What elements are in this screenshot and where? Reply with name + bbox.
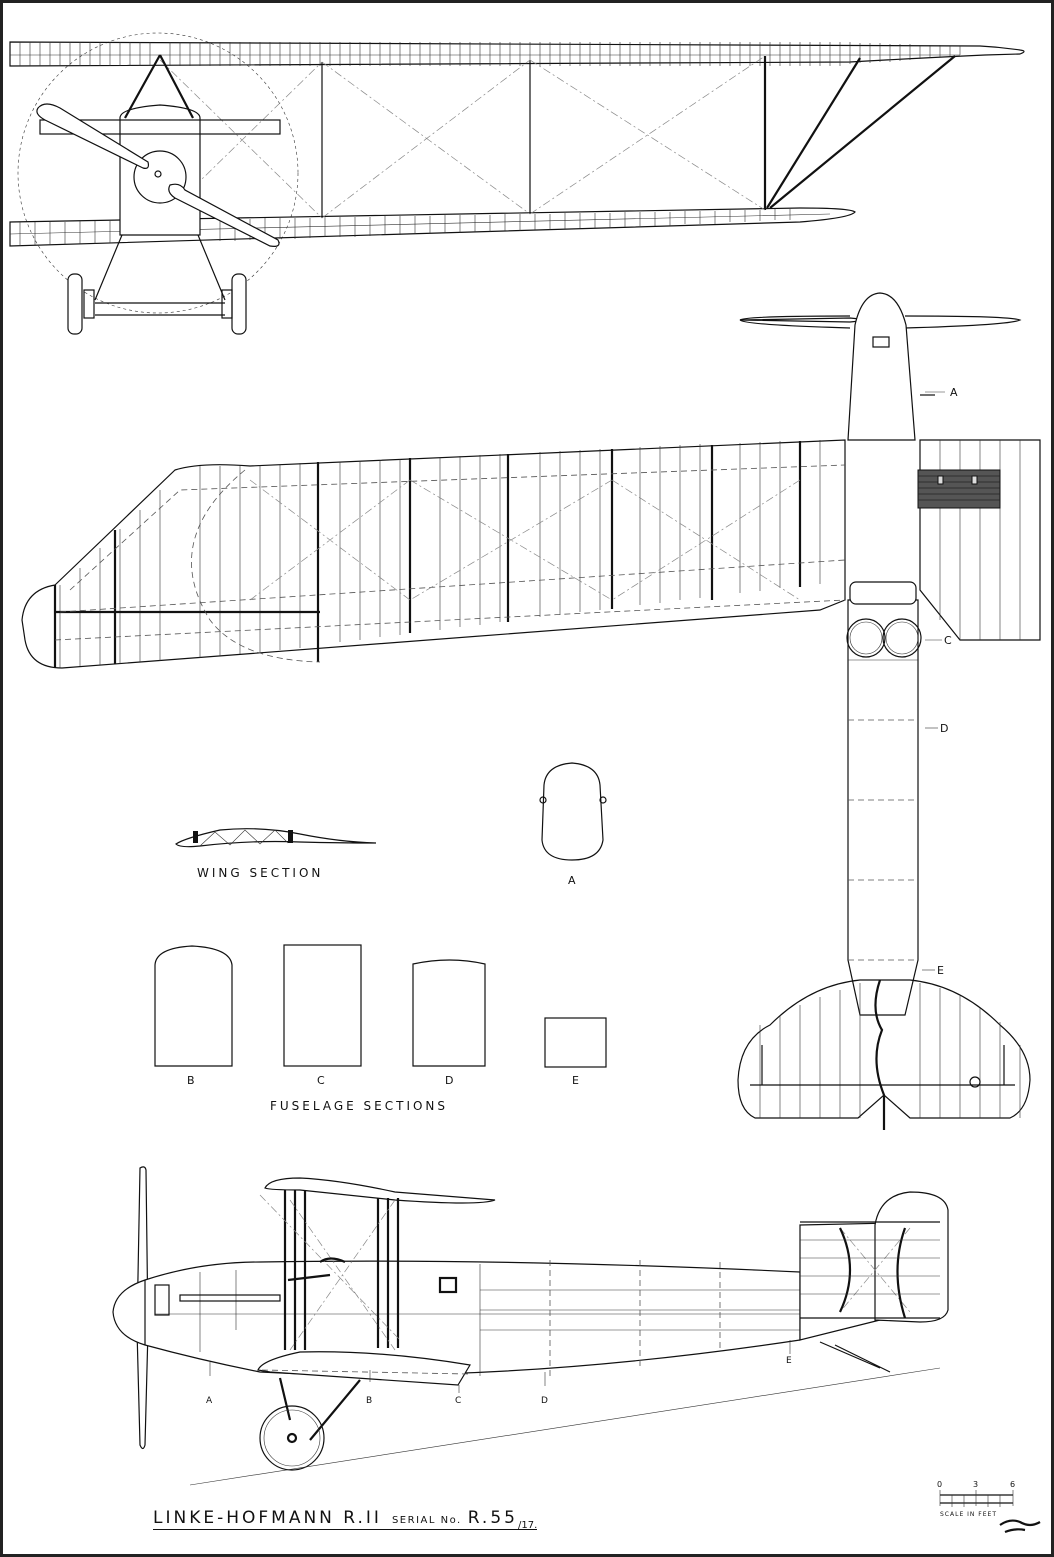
section-label-d: D [445, 1074, 456, 1087]
section-label-a: A [568, 874, 578, 887]
scale-caption: SCALE IN FEET [940, 1511, 998, 1518]
plan-station-e: E [937, 964, 946, 977]
serial-label: SERIAL No. [391, 1515, 462, 1526]
fuselage-sections-caption: FUSELAGE SECTIONS [270, 1099, 449, 1113]
front-view [9, 32, 1025, 335]
drawing-title: LINKE-HOFMANN R.II SERIAL No. R.55/17. [153, 1508, 538, 1531]
side-station-a: A [206, 1396, 215, 1406]
plan-station-d: D [940, 722, 951, 735]
section-label-e: E [572, 1074, 581, 1087]
side-view [112, 1166, 949, 1486]
aircraft-name: LINKE-HOFMANN R.II [153, 1508, 382, 1528]
serial-year: /17. [517, 1520, 538, 1531]
wing-section-profile [175, 828, 377, 848]
scale-bar [939, 1490, 1041, 1534]
side-station-e: E [786, 1356, 794, 1366]
scale-tick-6: 6 [1010, 1480, 1016, 1489]
serial-number: R.55 [467, 1508, 518, 1528]
fuselage-section-shapes [154, 762, 607, 1068]
plan-station-a: A [950, 386, 960, 399]
side-station-c: C [455, 1396, 464, 1406]
section-label-b: B [187, 1074, 197, 1087]
section-label-c: C [317, 1074, 327, 1087]
plan-view [21, 292, 1041, 1130]
side-station-d: D [541, 1396, 550, 1406]
plan-station-c: C [944, 634, 954, 647]
wing-section-caption: WING SECTION [197, 866, 324, 880]
scale-tick-0: 0 [937, 1480, 943, 1489]
scale-tick-3: 3 [973, 1480, 979, 1489]
side-station-b: B [366, 1396, 375, 1406]
